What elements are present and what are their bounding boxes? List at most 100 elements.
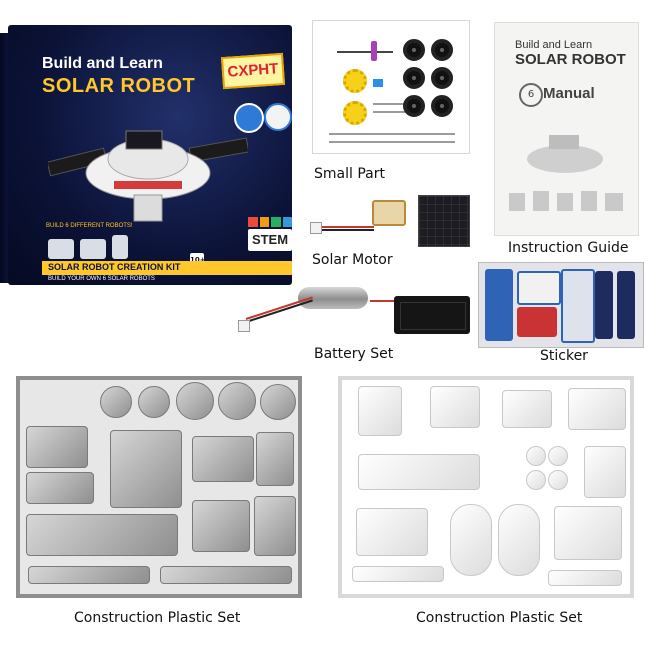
- white-strut-part: [548, 570, 622, 586]
- black-wheel: [403, 67, 425, 89]
- white-panel-part: [554, 506, 622, 560]
- feature-badge: [234, 103, 264, 133]
- black-wheel: [431, 95, 453, 117]
- battery-wire: [245, 296, 313, 320]
- white-shell-part: [498, 504, 540, 576]
- caption-sticker: Sticker: [540, 348, 588, 364]
- battery-wire: [245, 299, 313, 323]
- stem-badge: STEM: [248, 229, 292, 251]
- purple-gear: [371, 41, 377, 61]
- white-panel-part: [502, 390, 552, 428]
- box-title-line1: Build and Learn: [42, 55, 163, 72]
- axle-rod: [373, 103, 405, 105]
- manual-robot-mini: [557, 193, 573, 211]
- manual-robot-illustrations: [509, 135, 623, 211]
- manual-title-line1: Build and Learn: [515, 39, 593, 51]
- caption-solar-motor: Solar Motor: [312, 252, 393, 268]
- box-front-panel: Build and Learn SOLAR ROBOT CXPHT BUILD …: [8, 25, 292, 285]
- axle-rod: [373, 111, 405, 113]
- instruction-manual: Build and Learn SOLAR ROBOT 6 Manual: [494, 22, 639, 236]
- caption-instruction-guide: Instruction Guide: [508, 240, 629, 256]
- caption-construction-left: Construction Plastic Set: [74, 610, 241, 626]
- sticker-sheet: [478, 262, 644, 348]
- manual-robot-mini: [581, 191, 597, 211]
- grey-bracket-part: [256, 432, 294, 486]
- box-title-line2: SOLAR ROBOT: [42, 75, 196, 97]
- robot-red-stripe: [114, 181, 182, 189]
- black-wheel: [403, 39, 425, 61]
- grey-bracket-part: [192, 436, 254, 482]
- grey-strut-part: [160, 566, 292, 584]
- kit-subtitle: BUILD YOUR OWN 6 SOLAR ROBOTS: [48, 276, 155, 282]
- manual-badge: 6: [519, 83, 543, 107]
- grey-dome-part: [176, 382, 214, 420]
- sticker-piece: [517, 271, 561, 305]
- robot-thumbnail: [48, 239, 74, 259]
- robot-leg: [133, 194, 163, 222]
- grey-gear-part: [138, 386, 170, 418]
- grey-dome-part: [260, 384, 296, 420]
- white-round-part: [548, 470, 568, 490]
- stem-color-swatch: [282, 217, 292, 227]
- grey-body-part: [110, 430, 182, 508]
- motor-wire: [320, 229, 374, 231]
- yellow-gear: [343, 101, 367, 125]
- kit-strip: [42, 261, 292, 275]
- kit-strip-text: SOLAR ROBOT CREATION KIT: [48, 262, 181, 272]
- grey-bracket-part: [26, 472, 94, 504]
- wire-connector: [310, 222, 322, 234]
- solar-panel: [418, 195, 470, 247]
- white-strut-part: [352, 566, 444, 582]
- battery-holder: [394, 296, 470, 334]
- grey-chassis-part: [26, 514, 178, 556]
- robot-thumbnail: [112, 235, 128, 259]
- black-wheel: [431, 67, 453, 89]
- sticker-solar: [617, 271, 635, 339]
- black-wheel: [403, 95, 425, 117]
- white-body-part: [358, 454, 480, 490]
- grey-strut-part: [28, 566, 150, 584]
- white-panel-part: [584, 446, 626, 498]
- battery-wire: [370, 300, 396, 302]
- blue-connector: [373, 79, 383, 87]
- robot-thumbnail: [80, 239, 106, 259]
- white-shell-part: [450, 504, 492, 576]
- long-rod: [329, 141, 455, 143]
- manual-robot-top: [549, 135, 579, 149]
- white-round-part: [548, 446, 568, 466]
- stem-color-swatch: [259, 217, 269, 227]
- white-panel-part: [568, 388, 626, 430]
- small-parts-tray: [312, 20, 470, 154]
- wire-connector: [238, 320, 250, 332]
- long-rod: [329, 133, 455, 135]
- grey-bracket-part: [192, 500, 250, 552]
- feature-badge-2: [264, 103, 292, 131]
- build-note: BUILD 6 DIFFERENT ROBOTS!: [46, 223, 133, 229]
- stem-color-swatch: [248, 217, 258, 227]
- dc-motor: [372, 200, 406, 226]
- grey-gear-part: [100, 386, 132, 418]
- grey-bracket-part: [254, 496, 296, 556]
- yellow-gear: [343, 69, 367, 93]
- product-box: Build and Learn SOLAR ROBOT CXPHT BUILD …: [0, 25, 302, 287]
- caption-construction-right: Construction Plastic Set: [416, 610, 583, 626]
- robot-solar-panel: [125, 130, 163, 150]
- axle-rod: [337, 51, 393, 53]
- motor-wire: [320, 226, 374, 228]
- manual-robot-mini: [509, 193, 525, 211]
- manual-robot-mini: [533, 191, 549, 211]
- white-panel-part: [356, 508, 428, 556]
- manual-robot-mini: [605, 193, 623, 211]
- white-panel-part: [430, 386, 480, 428]
- manual-label: Manual: [543, 85, 595, 102]
- sticker-piece: [485, 269, 513, 341]
- white-round-part: [526, 470, 546, 490]
- stem-color-bar: [248, 217, 292, 227]
- caption-small-part: Small Part: [314, 166, 385, 182]
- sticker-solar: [595, 271, 613, 339]
- grey-frame-part: [26, 426, 88, 468]
- manual-title-line2: SOLAR ROBOT: [515, 51, 626, 68]
- robot-illustration: [48, 130, 248, 222]
- sticker-piece: [561, 269, 595, 343]
- caption-battery-set: Battery Set: [314, 346, 394, 362]
